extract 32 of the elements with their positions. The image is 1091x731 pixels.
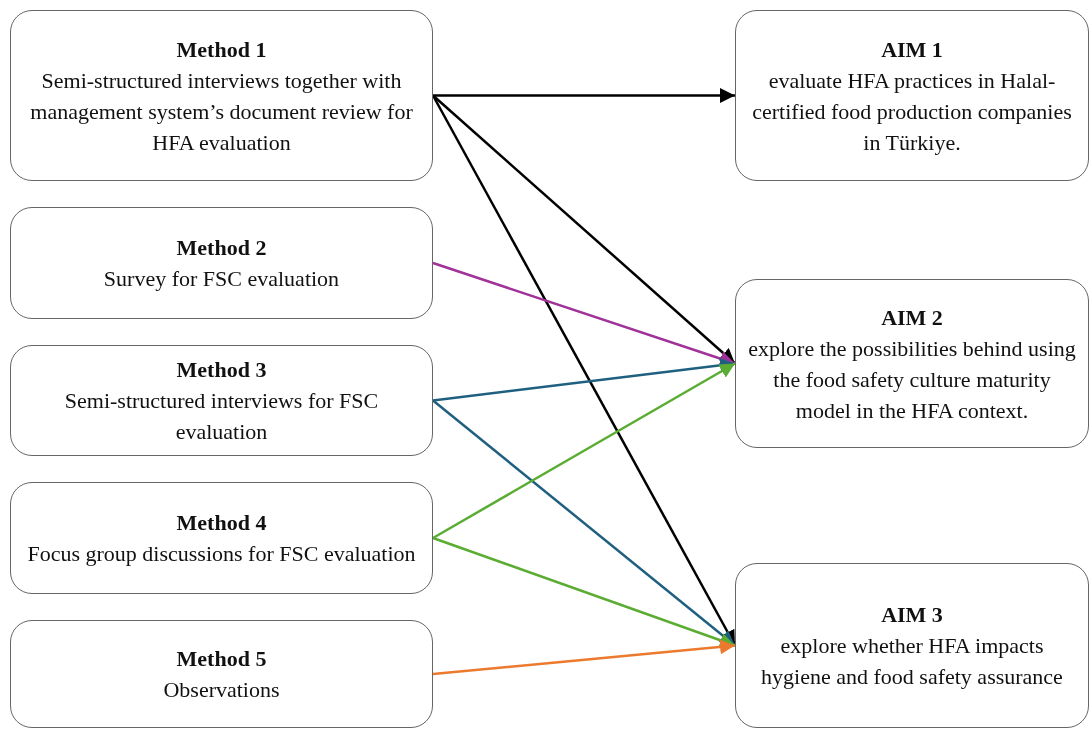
box-heading: Method 3	[176, 356, 267, 384]
box-heading: AIM 3	[881, 601, 943, 629]
method-box	[10, 345, 433, 456]
arrow	[433, 88, 735, 103]
box-description: Focus group discussions for FSC evaluation	[27, 540, 416, 568]
aim-box	[735, 279, 1089, 448]
arrow	[432, 399, 736, 647]
arrow	[432, 639, 736, 676]
arrow	[432, 357, 736, 402]
aim-box	[735, 10, 1089, 181]
box-description: Semi-structured interviews for FSC evaluation	[63, 387, 380, 446]
box-description: Semi-structured interviews together with management system’s document review for HFA evaluation	[29, 66, 414, 157]
box-description: Observations	[163, 676, 280, 704]
arrow	[432, 94, 736, 365]
method-box	[10, 10, 433, 181]
box-heading: Method 1	[176, 35, 267, 64]
box-heading: Method 5	[176, 645, 267, 673]
box-heading: AIM 2	[881, 303, 943, 332]
box-description: explore whether HFA impacts hygiene and food safety assurance	[760, 632, 1064, 691]
box-heading: Method 2	[176, 234, 267, 262]
method-box	[10, 207, 433, 319]
method-box	[10, 482, 433, 594]
box-description: explore the possibilities behind using the food safety culture maturity model in the HFA context.	[748, 334, 1076, 425]
method-box	[10, 620, 433, 728]
box-description: Survey for FSC evaluation	[103, 265, 340, 293]
box-description: evaluate HFA practices in Halal-certified food production companies in Türkiye.	[751, 66, 1073, 157]
box-heading: AIM 1	[881, 35, 943, 64]
box-heading: Method 4	[176, 509, 267, 537]
arrow	[432, 362, 736, 540]
aim-box	[735, 563, 1089, 728]
arrow	[432, 261, 736, 366]
arrow	[432, 536, 736, 648]
